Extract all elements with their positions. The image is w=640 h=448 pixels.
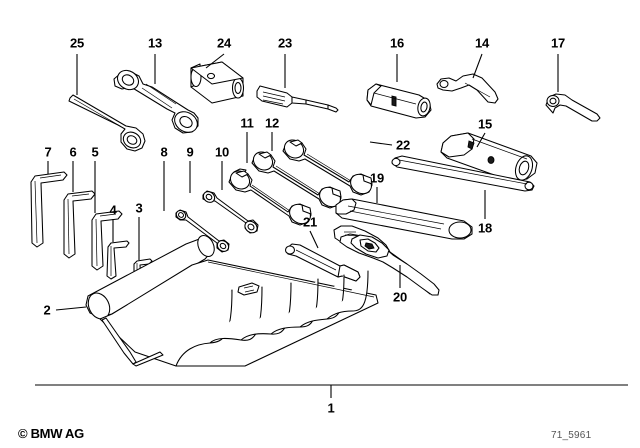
leader-lines: [47, 53, 559, 398]
part-4-hex-key-small: [106, 240, 130, 280]
callout-label-2[interactable]: 2: [43, 302, 51, 318]
callout-label-22[interactable]: 22: [395, 137, 411, 153]
callout-label-20[interactable]: 20: [392, 289, 408, 305]
callout-label-19[interactable]: 19: [369, 170, 385, 186]
part-15-tubular-spark-wrench: [440, 132, 538, 182]
leader-line-22: [369, 141, 393, 146]
part-19-tire-lever: [335, 198, 473, 240]
part-5-hex-key: [91, 210, 123, 271]
part-25-box-end-wrench: [68, 94, 146, 152]
leader-line-15: [476, 132, 486, 148]
part-9-thin-wrench: [202, 190, 259, 234]
callout-label-15[interactable]: 15: [477, 116, 493, 132]
callout-label-16[interactable]: 16: [389, 35, 405, 51]
part-2-tool-roll-pouch: [85, 235, 379, 367]
diagram-part-number: 71_5961: [551, 430, 592, 441]
part-18-tommy-bar: [391, 155, 535, 192]
callout-label-21[interactable]: 21: [302, 214, 318, 230]
part-16-spark-plug-socket: [366, 83, 432, 119]
callout-label-12[interactable]: 12: [264, 115, 280, 131]
part-24-socket-sleeve: [190, 61, 245, 104]
callout-label-10[interactable]: 10: [214, 144, 230, 160]
callout-label-5[interactable]: 5: [91, 144, 99, 160]
callout-label-4[interactable]: 4: [109, 202, 117, 218]
callout-label-24[interactable]: 24: [216, 35, 232, 51]
leader-line-24: [205, 53, 225, 69]
part-10-open-end-wrench: [228, 168, 312, 226]
callout-label-17[interactable]: 17: [550, 35, 566, 51]
part-20-combination-pliers: [333, 225, 440, 296]
callout-label-18[interactable]: 18: [477, 220, 493, 236]
callout-label-3[interactable]: 3: [135, 200, 143, 216]
part-8-thin-wrench: [175, 209, 230, 253]
callout-label-25[interactable]: 25: [69, 35, 85, 51]
part-7-hex-key-large: [30, 171, 68, 248]
callout-label-11[interactable]: 11: [240, 115, 254, 131]
callout-label-9[interactable]: 9: [186, 144, 194, 160]
leader-line-2: [55, 306, 87, 311]
callout-label-7[interactable]: 7: [44, 144, 52, 160]
part-17-bent-rod-tool: [545, 93, 601, 122]
part-11-open-end-wrench: [251, 151, 342, 209]
leader-line-21: [309, 230, 319, 249]
callout-label-14[interactable]: 14: [474, 35, 490, 51]
callout-label-1[interactable]: 1: [327, 400, 335, 416]
part-21-punch-chisel: [284, 243, 361, 282]
callout-label-8[interactable]: 8: [160, 144, 168, 160]
copyright-notice: © BMW AG: [18, 426, 84, 441]
part-12-open-end-wrench: [282, 139, 373, 196]
callout-label-23[interactable]: 23: [277, 35, 293, 51]
callout-label-6[interactable]: 6: [69, 144, 77, 160]
part-14-hook-spanner: [436, 73, 499, 104]
leader-line-14: [472, 53, 483, 79]
part-13-combination-wrench: [113, 69, 199, 134]
part-6-hex-key: [63, 190, 96, 259]
part-23-screwdriver: [256, 85, 339, 113]
callout-label-13[interactable]: 13: [147, 35, 163, 51]
